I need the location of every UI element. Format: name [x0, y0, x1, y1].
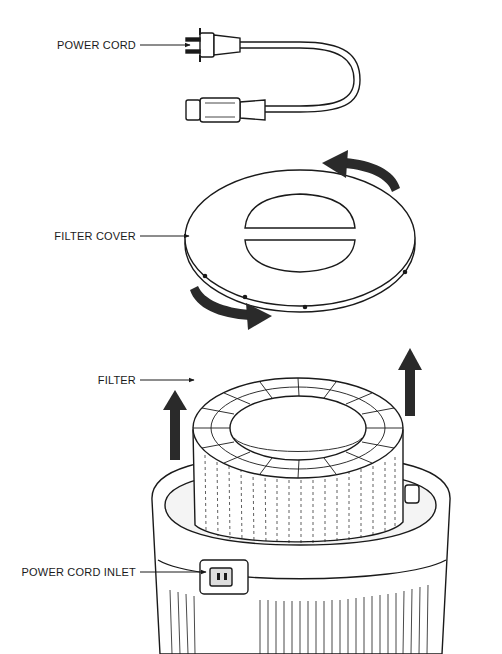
rotate-arrows — [190, 150, 400, 330]
part-label: FILTER — [98, 374, 136, 387]
filter-cover-drawing — [185, 170, 415, 312]
part-label: POWER CORD — [57, 39, 136, 52]
lift-arrows — [163, 348, 422, 460]
filter-drawing — [193, 378, 403, 545]
power-cord-drawing — [186, 28, 360, 122]
part-label: FILTER COVER — [54, 230, 136, 243]
leader-lines — [140, 45, 206, 572]
part-label: POWER CORD INLET — [22, 566, 136, 579]
